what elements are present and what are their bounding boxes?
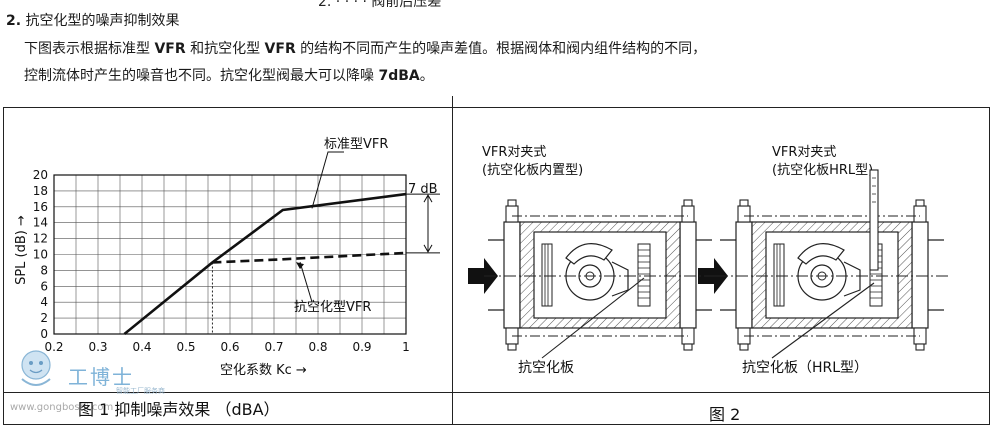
y-axis-label: SPL (dB) →: [14, 215, 29, 285]
x-tick-label: 0.4: [132, 340, 151, 354]
figure2-caption: 图 2: [709, 405, 741, 424]
series-label-anticavitation: 抗空化型VFR: [294, 300, 371, 315]
left-valve-title-1: VFR对夹式: [482, 145, 546, 160]
leader-arrowhead: [296, 262, 304, 270]
left-plate-label: 抗空化板: [518, 360, 574, 376]
y-tick-label: 12: [33, 232, 48, 246]
chart-series: [123, 192, 407, 336]
y-tick-label: 16: [33, 200, 48, 214]
x-tick-label: 0.6: [220, 340, 239, 354]
right-plate-leader: [771, 282, 875, 359]
figure1-caption: 图 1 抑制噪声效果 （dBA）: [78, 400, 280, 419]
series-label-standard: 标准型VFR: [324, 137, 388, 152]
left-valve-title-2: (抗空化板内置型): [482, 162, 583, 178]
x-tick-label: 1: [402, 340, 410, 354]
para-db-value: 7dBA: [378, 68, 420, 84]
x-tick-label: 0.8: [308, 340, 327, 354]
para-vfr-2: VFR: [264, 41, 296, 57]
figure-frame: [3, 107, 990, 425]
annotation-7db: 7 dB: [408, 182, 438, 197]
para-line1-b: 和抗空化型: [185, 41, 265, 57]
watermark-subtitle: 智能工厂服务商: [116, 387, 165, 395]
x-tick-label: 0.9: [352, 340, 371, 354]
y-tick-label: 0: [40, 327, 48, 341]
left-plate-leader: [541, 277, 645, 359]
watermark-url: www.gongboshi.com: [10, 402, 114, 413]
figure-divider: [452, 96, 453, 425]
y-tick-label: 14: [33, 216, 48, 230]
y-tick-label: 18: [33, 184, 48, 198]
right-plate-label: 抗空化板（HRL型）: [742, 360, 868, 376]
series-line-anticavitation: [212, 251, 407, 264]
section-title: 抗空化型的噪声抑制效果: [25, 13, 180, 29]
right-valve-title-1: VFR对夹式: [772, 145, 836, 160]
section-heading: 2. 抗空化型的噪声抑制效果: [6, 10, 180, 30]
y-tick-label: 20: [33, 168, 48, 182]
y-tick-label: 8: [40, 263, 48, 277]
dim-arrow-head-top: [423, 194, 433, 203]
x-axis-label: 空化系数 Kc →: [220, 363, 307, 378]
series-label-leader-standard: [311, 151, 344, 209]
valve-figures: VFR对夹式 (抗空化板内置型) VFR对夹式 (抗空化板HRL型) 抗空化板 …: [468, 145, 949, 376]
left-valve-drawing: [483, 199, 717, 351]
hrl-tab: [869, 169, 879, 271]
body-paragraph: 下图表示根据标准型 VFR 和抗空化型 VFR 的结构不同而产生的噪声差值。根据…: [24, 36, 989, 90]
right-valve-title-2: (抗空化板HRL型): [772, 163, 873, 178]
chart-annotations: [211, 151, 440, 334]
x-tick-label: 0.2: [44, 340, 63, 354]
caption-separator: [3, 392, 990, 393]
para-line1-a: 下图表示根据标准型: [24, 41, 155, 57]
chart-axes: [53, 174, 407, 335]
watermark-name: 工博士: [68, 365, 134, 389]
y-tick-label: 2: [40, 311, 48, 325]
x-tick-label: 0.3: [88, 340, 107, 354]
dim-arrow-head-bottom: [423, 244, 433, 253]
y-tick-label: 6: [40, 279, 48, 293]
para-line1-c: 的结构不同而产生的噪声差值。根据阀体和阀内组件结构的不同，: [295, 41, 707, 57]
series-line-standard: [123, 192, 407, 336]
series-label-leader-anticavitation: [299, 261, 313, 303]
watermark-logo-icon: [21, 350, 51, 386]
plot-border: [53, 174, 407, 335]
para-vfr-1: VFR: [154, 41, 186, 57]
right-valve-drawing: [715, 199, 949, 351]
y-tick-label: 4: [40, 295, 48, 309]
para-line2-b: 。: [419, 68, 434, 84]
cut-off-previous-text: 2. · · · · 阀前后压差: [318, 0, 442, 10]
x-tick-label: 0.7: [264, 340, 283, 354]
x-tick-label: 0.5: [176, 340, 195, 354]
para-line2-a: 控制流体时产生的噪音也不同。抗空化型阀最大可以降噪: [24, 68, 379, 84]
y-tick-label: 10: [33, 248, 48, 262]
section-number: 2.: [6, 13, 22, 29]
left-flow-arrow: [468, 258, 498, 294]
